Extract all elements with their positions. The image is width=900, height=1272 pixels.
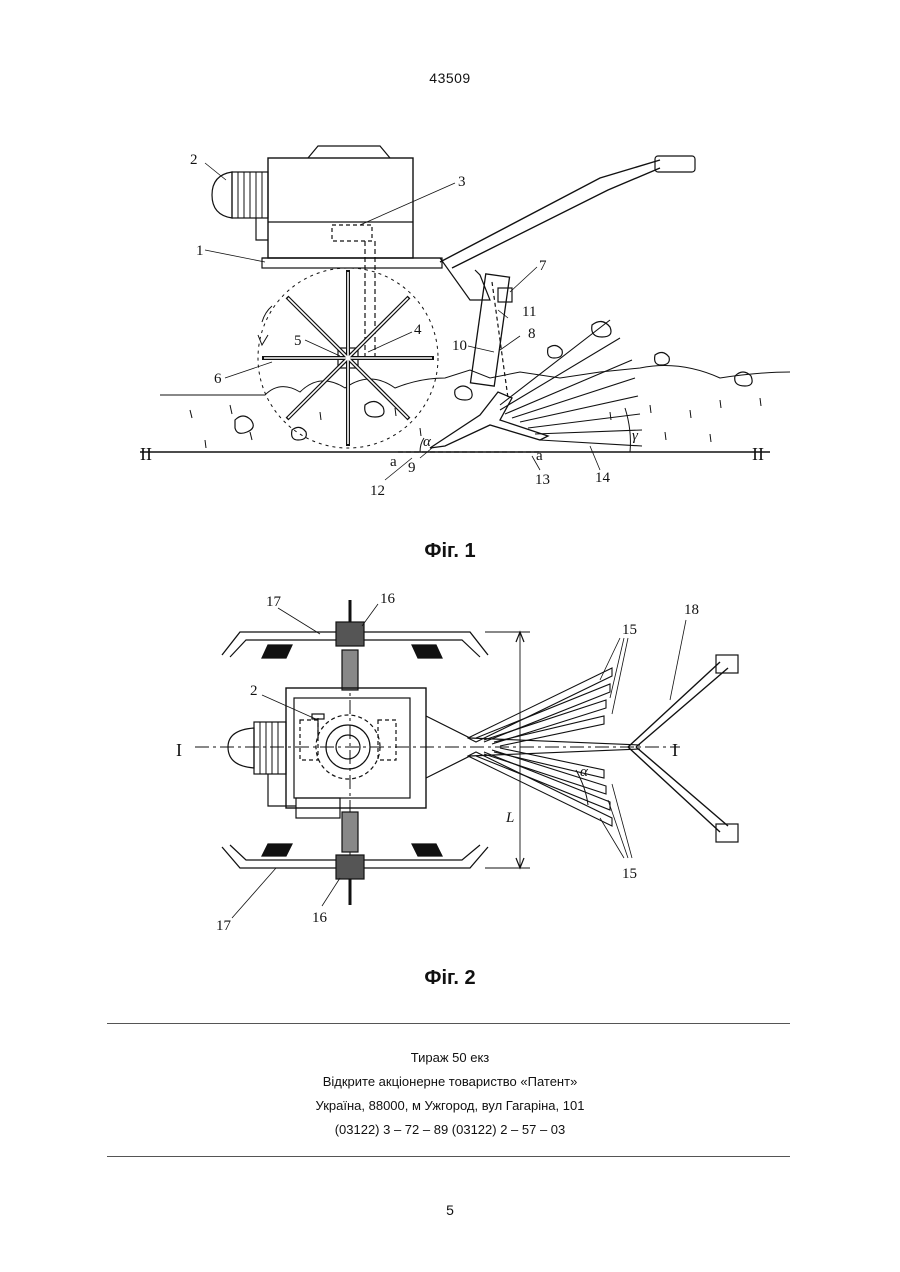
dimension-L: L: [505, 810, 514, 826]
section-mark-right: II: [752, 444, 764, 464]
figure-1-drawing: [140, 146, 790, 480]
page-number: 5: [0, 1202, 900, 1218]
label-4: 4: [414, 322, 422, 338]
label-2: 2: [190, 152, 198, 168]
angle-alpha: α: [423, 434, 432, 450]
address-line: Україна, 88000, м Ужгород, вул Гагаріна,…: [0, 1094, 900, 1118]
figure-2-caption: Фіг. 2: [395, 967, 505, 990]
label-17-lower: 17: [216, 918, 232, 934]
label-8: 8: [528, 326, 536, 342]
figure-1-caption: Фіг. 1: [395, 540, 505, 563]
label-3: 3: [458, 174, 466, 190]
section-mark-I-left: I: [176, 740, 182, 760]
label-13: 13: [535, 472, 550, 488]
bottom-rule: [107, 1156, 790, 1157]
label-17-upper: 17: [266, 594, 282, 610]
publisher-line: Відкрите акціонерне товариство «Патент»: [0, 1070, 900, 1094]
label-10: 10: [452, 338, 467, 354]
imprint-block: Тираж 50 екз Відкрите акціонерне товарис…: [0, 1046, 900, 1142]
label-18: 18: [684, 602, 699, 618]
edge-mark-right: a: [536, 448, 543, 464]
label-15-upper: 15: [622, 622, 637, 638]
label-16-lower: 16: [312, 910, 328, 926]
top-rule: [107, 1023, 790, 1024]
label-7: 7: [539, 258, 547, 274]
label-16-upper: 16: [380, 591, 396, 607]
label-5: 5: [294, 333, 302, 349]
label-6: 6: [214, 371, 222, 387]
label-1: 1: [196, 243, 204, 259]
circulation-line: Тираж 50 екз: [0, 1046, 900, 1070]
soil-hatching: [190, 398, 761, 448]
phones-line: (03122) 3 – 72 – 89 (03122) 2 – 57 – 03: [0, 1118, 900, 1142]
label-15-lower: 15: [622, 866, 637, 882]
angle-alpha-fig2: α: [580, 764, 589, 780]
label-12: 12: [370, 483, 385, 499]
label-14: 14: [595, 470, 611, 486]
label-9: 9: [408, 460, 416, 476]
section-mark-left: II: [140, 444, 152, 464]
figure-1-labels: 2 1 3 4 5 6 7 8 9 10 11 12 13 14 α γ a a…: [140, 152, 764, 499]
section-mark-I-right: I: [672, 740, 678, 760]
figure-2-drawing: [195, 600, 738, 918]
label-11: 11: [522, 304, 536, 320]
label-2-top-view: 2: [250, 683, 258, 699]
edge-mark-left: a: [390, 454, 397, 470]
